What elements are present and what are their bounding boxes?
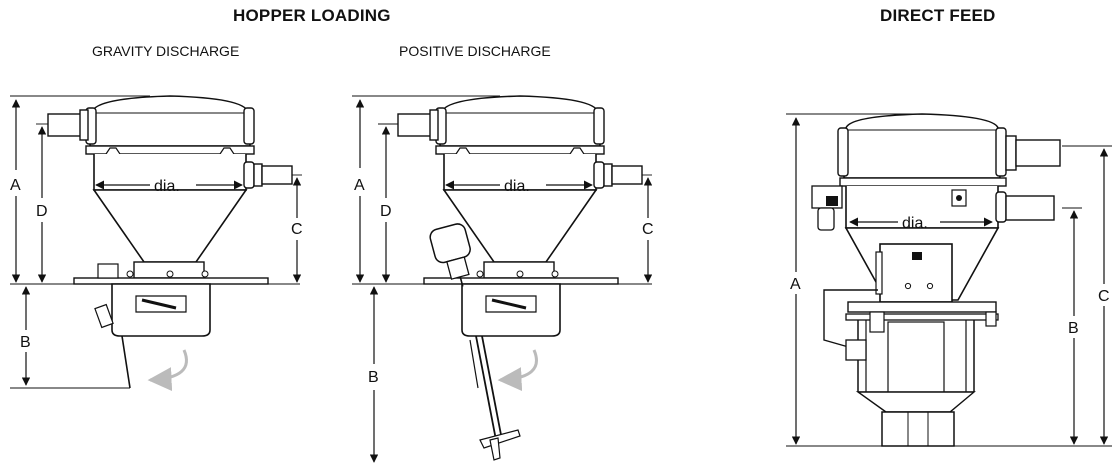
direct-dim-b-label: B: [1068, 320, 1079, 337]
gravity-dim-c-label: C: [291, 221, 303, 238]
gravity-dim-b-label: B: [20, 334, 31, 351]
gravity-dia-label: dia.: [154, 178, 180, 195]
positive-dim-d-label: D: [380, 203, 392, 220]
positive-dim-b-label: B: [368, 369, 379, 386]
direct-feed-heading: DIRECT FEED: [880, 6, 996, 25]
direct-feed-drawing: [786, 113, 1112, 447]
direct-dia-label: dia.: [902, 215, 928, 232]
positive-discharge-subheading: POSITIVE DISCHARGE: [399, 43, 551, 59]
gravity-discharge-subheading: GRAVITY DISCHARGE: [92, 43, 240, 59]
gravity-dim-a-label: A: [10, 177, 21, 194]
positive-discharge-drawing: [352, 94, 653, 463]
gravity-dim-d-label: D: [36, 203, 48, 220]
gravity-discharge-drawing: [10, 94, 302, 392]
direct-dim-a-label: A: [790, 276, 801, 293]
positive-dim-a-label: A: [354, 177, 365, 194]
hopper-loading-heading: HOPPER LOADING: [233, 6, 391, 25]
direct-dim-c-label: C: [1098, 288, 1110, 305]
positive-dim-c-label: C: [642, 221, 654, 238]
positive-dia-label: dia.: [504, 178, 530, 195]
